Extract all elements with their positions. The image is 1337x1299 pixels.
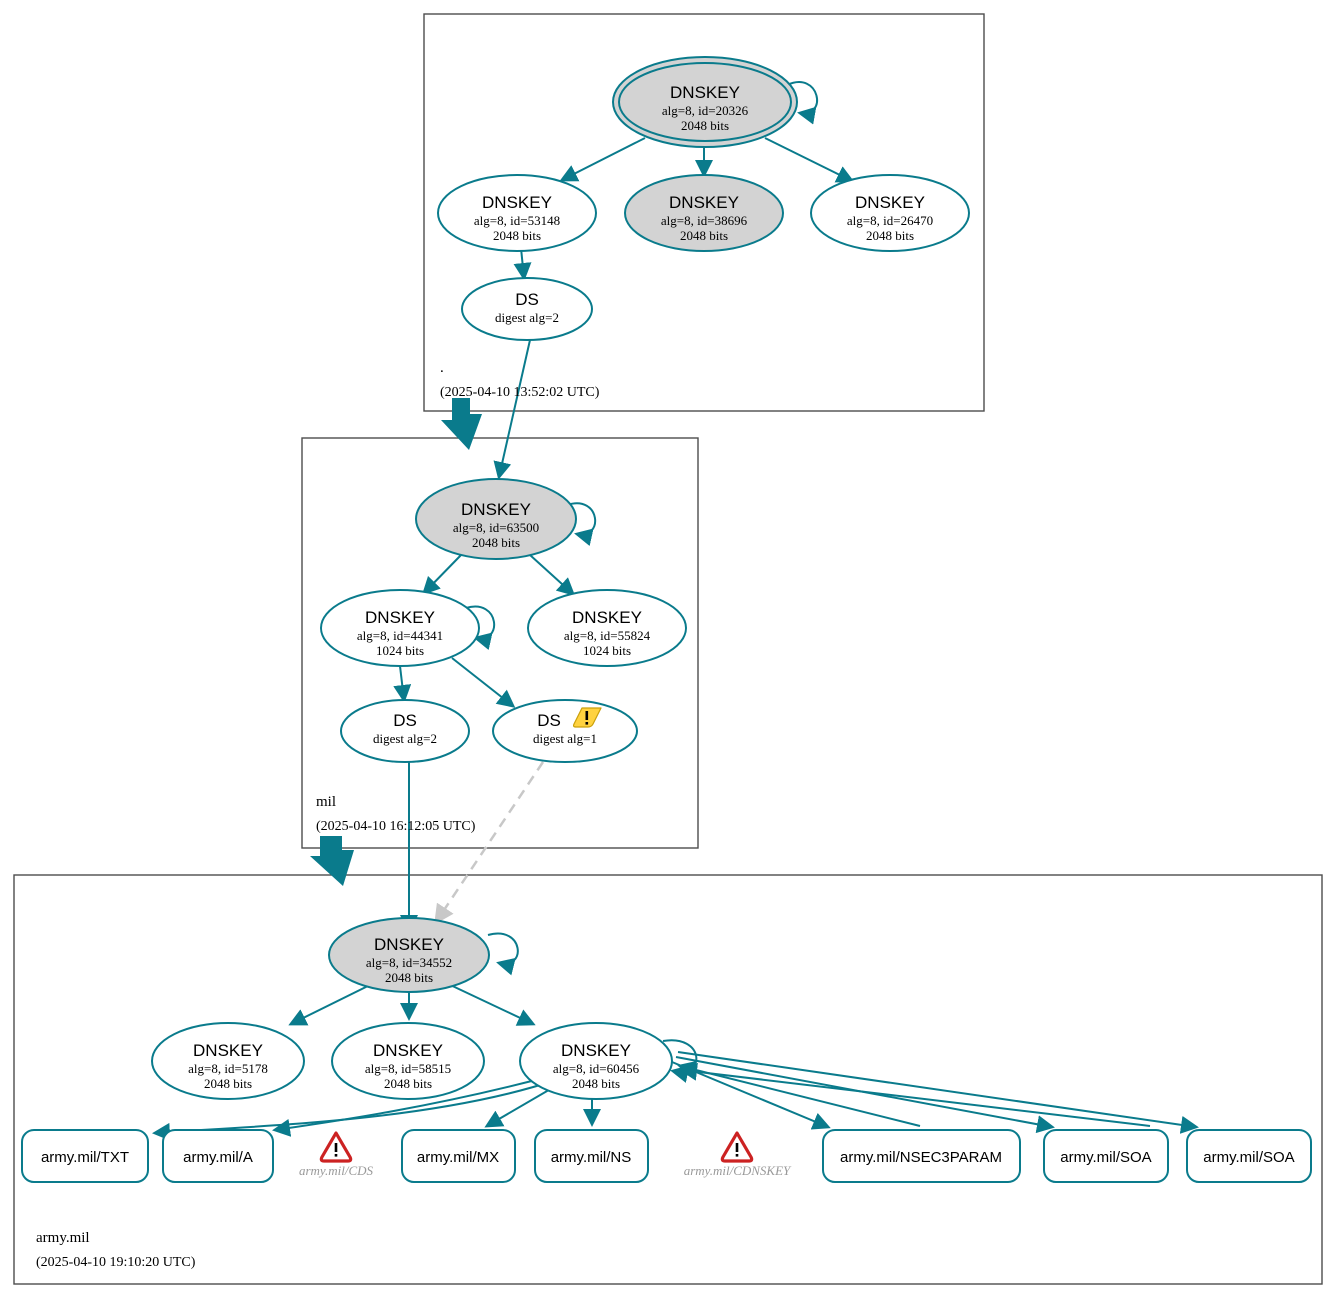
edge-root-53148-to-ds [513, 247, 532, 281]
rrset-label-a: army.mil/A [183, 1149, 253, 1166]
rrset-box-mx[interactable] [401, 1129, 516, 1183]
edge-mil-44341-to-ds-alg2 [393, 665, 412, 703]
rrset-label-ns: army.mil/NS [551, 1149, 632, 1166]
zone-label-root: . [440, 360, 444, 376]
edge-nsec3param-to-60456 [677, 1060, 921, 1127]
node-root-dnskey-38696-size: 2048 bits [680, 228, 728, 243]
node-army-ksk-title: DNSKEY [374, 935, 444, 954]
node-mil-dnskey-44341-size: 1024 bits [376, 643, 424, 658]
node-army-dnskey-5178-size: 2048 bits [204, 1076, 252, 1091]
node-root-dnskey-53148-size: 2048 bits [493, 228, 541, 243]
node-mil-ds-alg2-title: DS [393, 711, 417, 730]
node-mil-ksk-size: 2048 bits [472, 535, 520, 550]
rrset-box-txt[interactable] [21, 1129, 149, 1183]
node-mil-ds-alg1-params: digest alg=1 [533, 731, 597, 746]
edge-mil-44341-self [465, 605, 496, 651]
edge-mil-44341-to-ds-alg1 [451, 657, 516, 708]
zone-label-army-mil: army.mil [36, 1230, 90, 1246]
error-triangle-icon-cds [319, 1131, 353, 1163]
zone-timestamp-army-mil: (2025-04-10 19:10:20 UTC) [36, 1255, 196, 1270]
rrset-label-txt: army.mil/TXT [41, 1149, 129, 1166]
edge-root-ksk-self [786, 81, 818, 125]
node-root-ksk-title: DNSKEY [670, 83, 740, 102]
node-mil-dnskey-55824 [527, 589, 687, 667]
edge-army-ksk-to-60456 [443, 981, 536, 1026]
rrset-box-a[interactable] [162, 1129, 274, 1183]
node-army-dnskey-60456-size: 2048 bits [572, 1076, 620, 1091]
node-army-dnskey-60456-title: DNSKEY [561, 1041, 631, 1060]
node-root-dnskey-26470-params: alg=8, id=26470 [847, 213, 933, 228]
rrset-box-nsec3param[interactable] [822, 1129, 1021, 1183]
node-army-dnskey-58515 [331, 1022, 485, 1100]
edge-mil-ds-alg1-to-army-ksk-dashed [434, 761, 545, 925]
node-mil-ksk-params: alg=8, id=63500 [453, 520, 539, 535]
node-root-dnskey-53148 [437, 174, 597, 252]
node-army-dnskey-58515-params: alg=8, id=58515 [365, 1061, 451, 1076]
node-root-dnskey-38696 [624, 174, 784, 252]
node-root-ds-params: digest alg=2 [495, 310, 559, 325]
rrset-box-soa-1[interactable] [1043, 1129, 1169, 1183]
edge-mil-ksk-to-44341 [421, 553, 463, 596]
node-mil-ds-alg2-params: digest alg=2 [373, 731, 437, 746]
node-army-dnskey-58515-title: DNSKEY [373, 1041, 443, 1060]
edge-root-ksk-to-26470 [764, 137, 855, 183]
node-root-dnskey-38696-params: alg=8, id=38696 [661, 213, 748, 228]
node-army-dnskey-60456-params: alg=8, id=60456 [553, 1061, 640, 1076]
edge-root-ds-to-mil-ksk [493, 339, 531, 480]
node-army-dnskey-60456 [519, 1022, 673, 1100]
node-root-ksk-inner [618, 62, 792, 142]
node-army-dnskey-5178 [151, 1022, 305, 1100]
node-mil-dnskey-44341-params: alg=8, id=44341 [357, 628, 443, 643]
rrset-label-mx: army.mil/MX [417, 1149, 499, 1166]
node-root-ksk-params: alg=8, id=20326 [662, 103, 749, 118]
node-mil-ksk [415, 478, 577, 560]
node-army-dnskey-5178-params: alg=8, id=5178 [188, 1061, 268, 1076]
edge-root-ksk-to-53148 [559, 137, 646, 182]
node-army-dnskey-58515-size: 2048 bits [384, 1076, 432, 1091]
zone-label-mil: mil [316, 794, 336, 810]
zone-delegation-arrow-root-mil [441, 398, 482, 450]
edge-army-60456-to-soa2 [677, 1051, 1199, 1134]
node-mil-ds-alg2 [340, 699, 470, 763]
node-army-ksk [328, 917, 490, 993]
node-army-ksk-size: 2048 bits [385, 970, 433, 985]
node-mil-dnskey-44341 [320, 589, 480, 667]
rrset-label-soa-1: army.mil/SOA [1060, 1149, 1151, 1166]
node-mil-ds-alg1 [492, 699, 638, 763]
error-label-cds: army.mil/CDS [299, 1163, 374, 1178]
warning-triangle-icon [572, 707, 602, 728]
node-root-ds-title: DS [515, 290, 539, 309]
node-root-dnskey-26470-size: 2048 bits [866, 228, 914, 243]
node-root-dnskey-38696-title: DNSKEY [669, 193, 739, 212]
node-root-dnskey-53148-title: DNSKEY [482, 193, 552, 212]
edge-mil-ksk-self [566, 502, 597, 547]
rrset-label-soa-2: army.mil/SOA [1203, 1149, 1294, 1166]
rrset-label-nsec3param: army.mil/NSEC3PARAM [840, 1149, 1002, 1166]
node-mil-dnskey-44341-title: DNSKEY [365, 608, 435, 627]
edge-soa-to-60456 [679, 1062, 1151, 1127]
node-mil-ksk-title: DNSKEY [461, 500, 531, 519]
zone-timestamp-mil: (2025-04-10 16:12:05 UTC) [316, 819, 476, 834]
error-triangle-icon-cdnskey [720, 1131, 754, 1163]
rrset-box-soa-2[interactable] [1186, 1129, 1312, 1183]
error-label-cdnskey: army.mil/CDNSKEY [684, 1163, 792, 1178]
rrset-box-ns[interactable] [534, 1129, 649, 1183]
node-mil-ds-alg1-title: DS [537, 711, 561, 730]
node-army-ksk-params: alg=8, id=34552 [366, 955, 452, 970]
node-root-ksk-size: 2048 bits [681, 118, 729, 133]
edge-army-60456-to-a [272, 1075, 552, 1137]
node-mil-dnskey-55824-size: 1024 bits [583, 643, 631, 658]
zone-delegation-arrow-mil-army [310, 836, 354, 886]
node-mil-dnskey-55824-title: DNSKEY [572, 608, 642, 627]
edge-army-ksk-to-5178 [288, 981, 377, 1026]
node-army-dnskey-5178-title: DNSKEY [193, 1041, 263, 1060]
edge-army-ksk-self [487, 932, 519, 976]
node-root-ds [461, 277, 593, 341]
edge-mil-ksk-to-55824 [529, 554, 576, 597]
node-root-dnskey-26470 [810, 174, 970, 252]
zone-timestamp-root: (2025-04-10 13:52:02 UTC) [440, 385, 600, 400]
node-root-dnskey-26470-title: DNSKEY [855, 193, 925, 212]
node-mil-dnskey-55824-params: alg=8, id=55824 [564, 628, 651, 643]
node-root-dnskey-53148-params: alg=8, id=53148 [474, 213, 560, 228]
